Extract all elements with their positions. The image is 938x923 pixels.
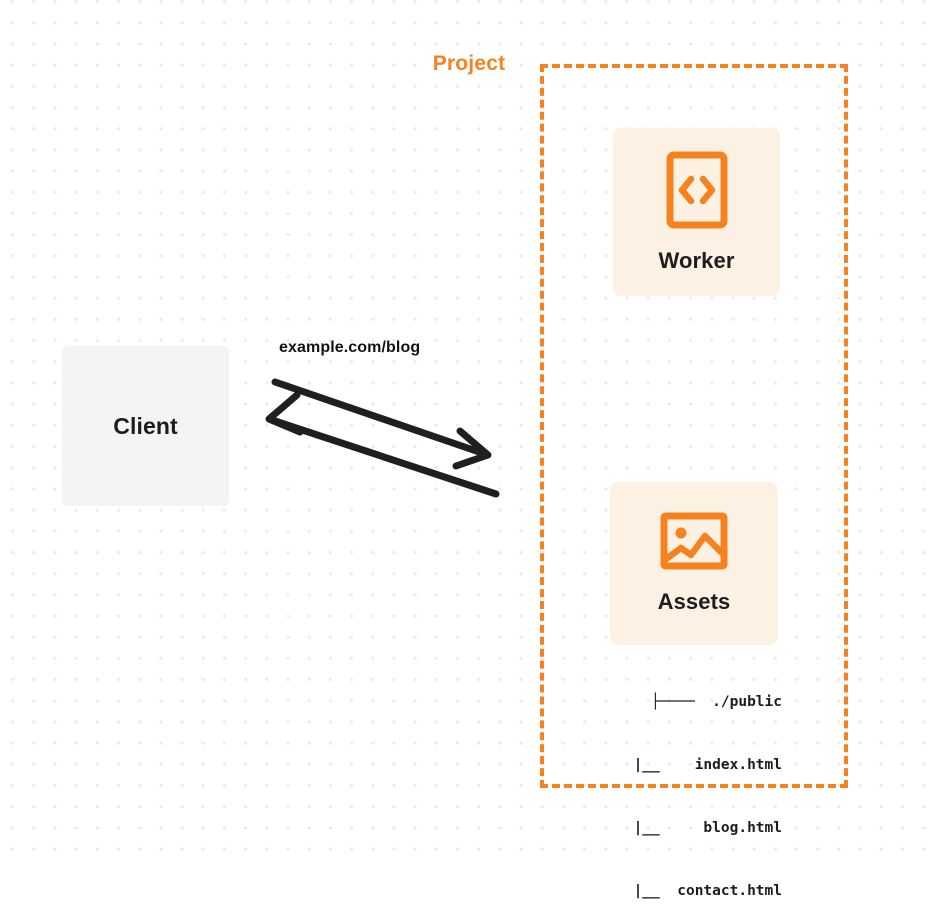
image-icon [660, 512, 728, 575]
file-tree-row: |__ blog.html [607, 820, 782, 836]
worker-label: Worker [658, 247, 735, 273]
client-label: Client [113, 412, 178, 439]
project-title: Project [425, 52, 513, 76]
assets-card[interactable]: Assets [610, 482, 778, 645]
file-tree-row: ├──── ./public [651, 694, 782, 710]
connection-arrows [265, 378, 500, 498]
arrow-to-project-icon [271, 378, 492, 470]
code-brackets-icon [666, 151, 728, 234]
assets-label: Assets [657, 589, 731, 614]
assets-file-tree: ├──── ./public |__ index.html |__ blog.h… [560, 650, 782, 923]
arrow-to-client-icon [265, 391, 500, 498]
file-tree-row: |__ index.html [607, 757, 782, 773]
project-container [540, 64, 848, 788]
file-tree-row: |__ contact.html [607, 883, 782, 899]
request-url-label: example.com/blog [279, 339, 421, 356]
client-node[interactable]: Client [62, 346, 229, 506]
worker-card[interactable]: Worker [613, 128, 780, 296]
